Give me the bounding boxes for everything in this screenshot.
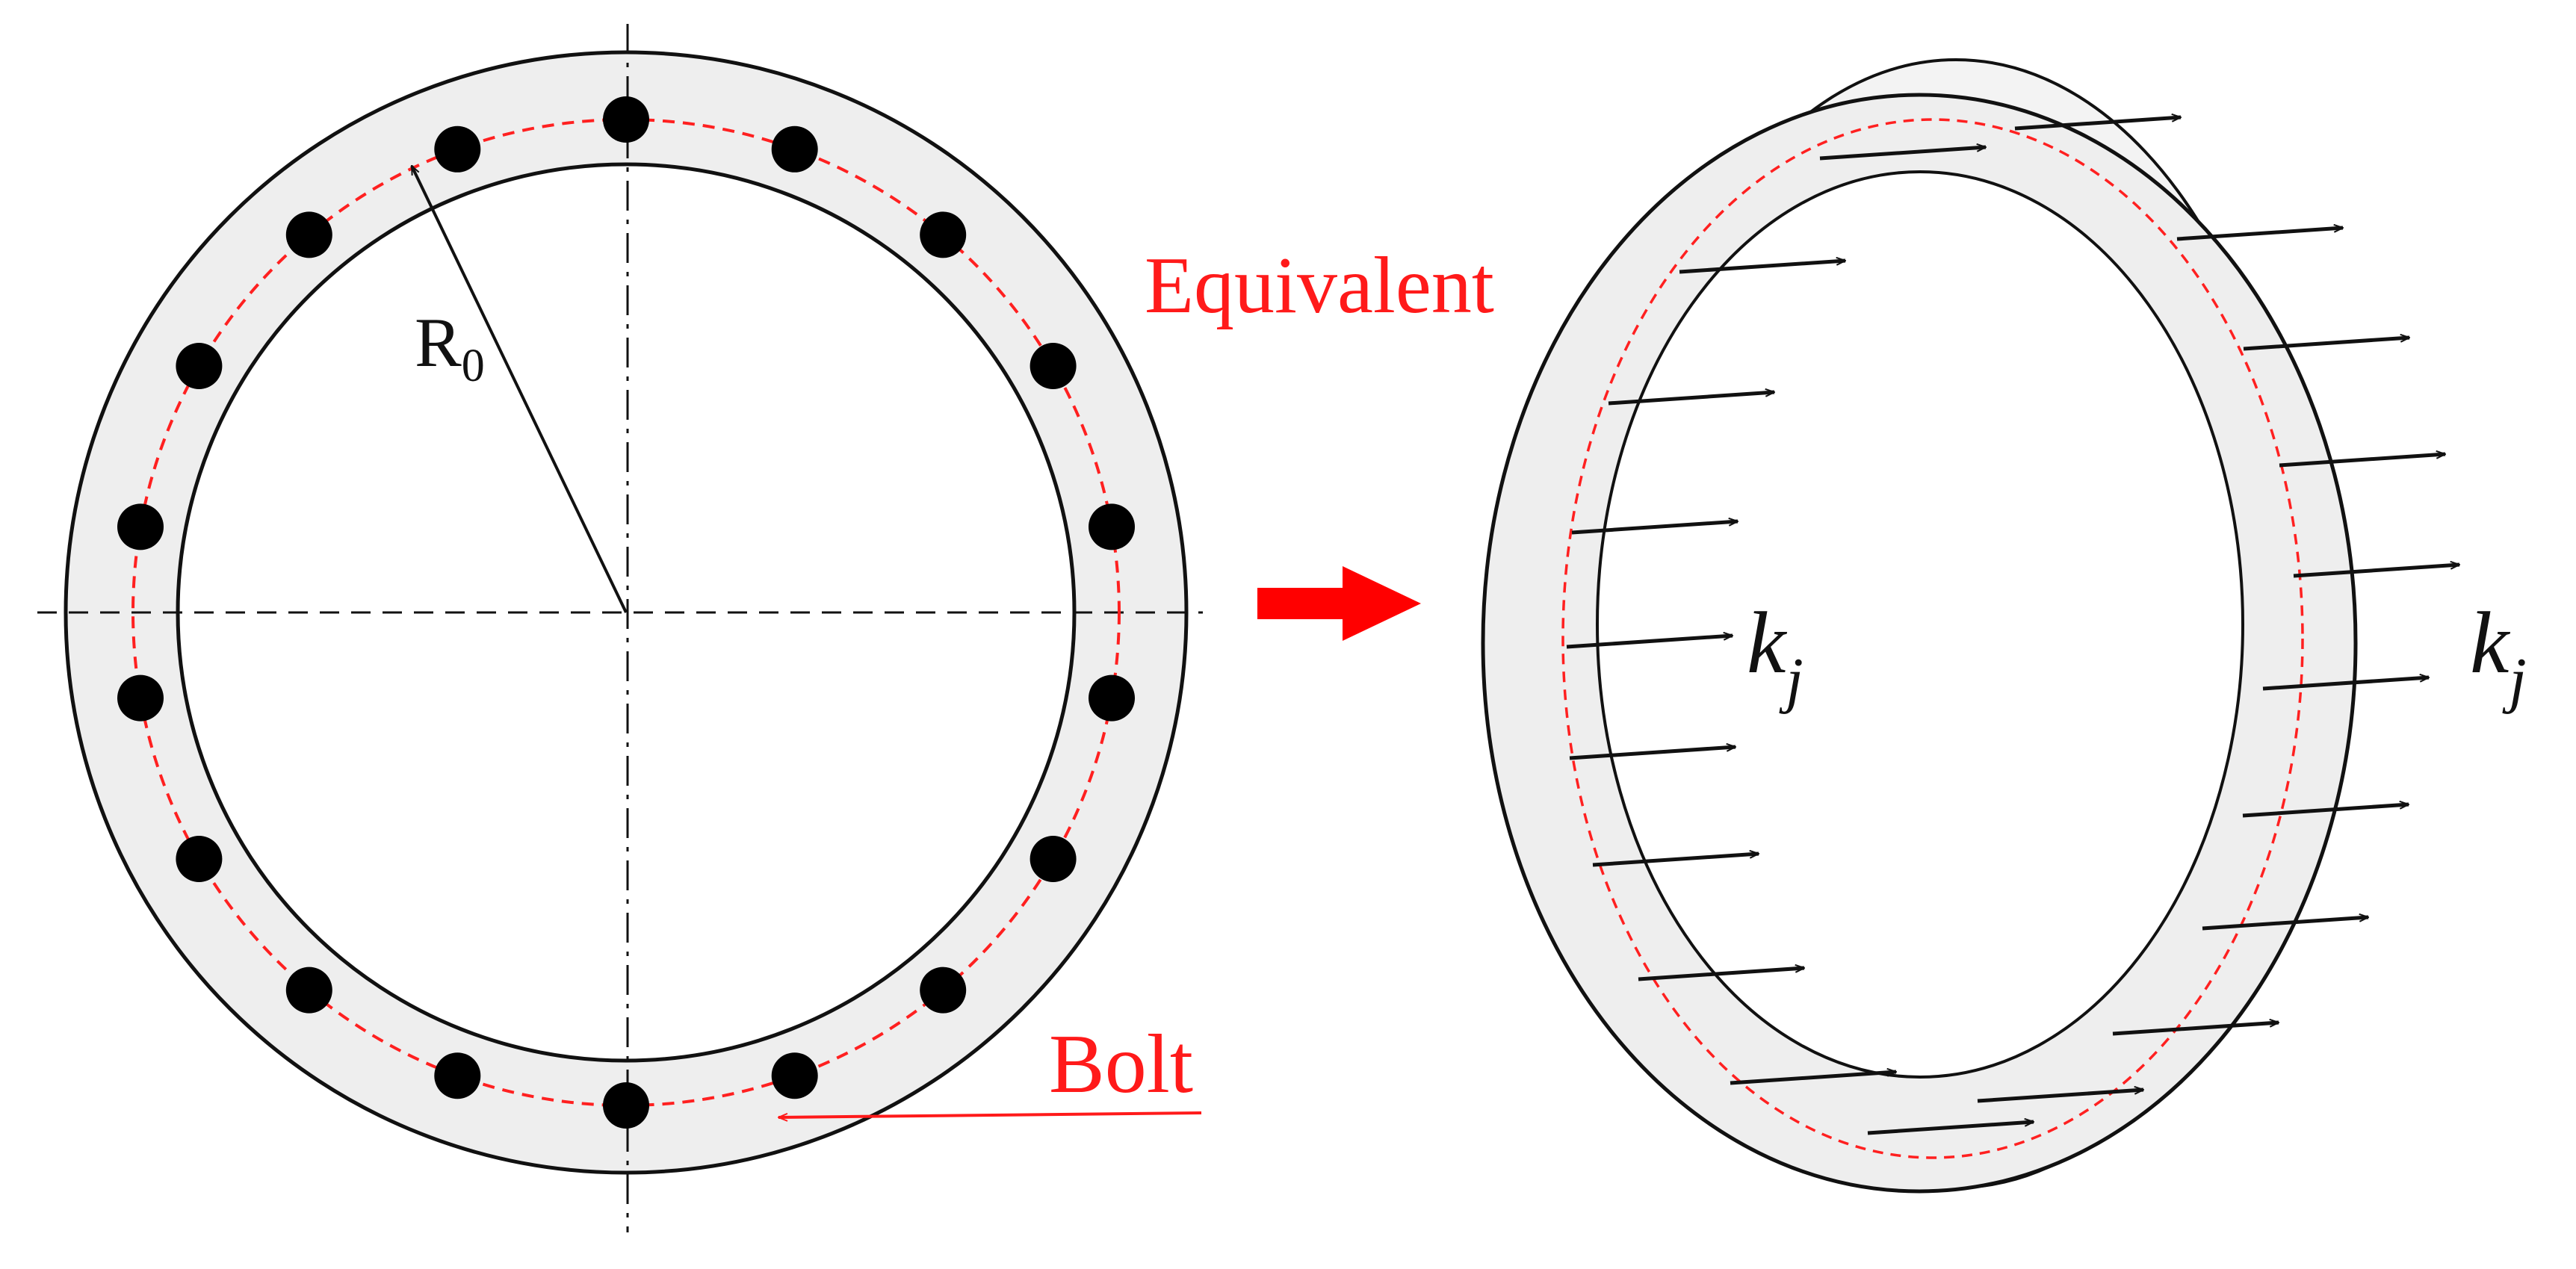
spring-arrow — [1819, 147, 1986, 161]
bolt-hole — [434, 125, 481, 173]
spring-arrow — [2243, 338, 2409, 351]
bolt-hole — [1030, 836, 1077, 882]
spring-arrow — [1566, 636, 1733, 649]
spring-arrow — [2176, 228, 2343, 241]
spring-arrow — [1730, 1072, 1896, 1085]
equivalent-label: Equivalent — [1145, 241, 1494, 330]
spring-arrow — [1592, 854, 1759, 867]
spring-arrow — [1679, 261, 1845, 274]
bolt-hole — [920, 211, 967, 258]
bolt-hole — [176, 343, 223, 389]
bolt-hole — [285, 211, 332, 258]
bolt-hole — [771, 125, 818, 173]
bolt-hole — [434, 1052, 481, 1099]
spring-stiffness-arrows — [1566, 117, 2459, 1135]
bolt-hole — [603, 1082, 649, 1129]
outer-stiffness-label: kj — [2470, 594, 2527, 715]
bolt-hole — [1030, 343, 1077, 389]
spring-arrow — [2262, 677, 2429, 691]
bolt-pointer-arrow — [778, 1111, 1202, 1117]
bolt-label: Bolt — [1049, 1018, 1193, 1111]
bolt-hole — [1089, 503, 1135, 550]
bolt-hole — [1089, 674, 1135, 722]
equivalence-arrow — [1257, 566, 1421, 641]
bolt-hole — [285, 967, 332, 1014]
spring-arrow — [1638, 968, 1804, 981]
spring-arrow — [1608, 392, 1774, 406]
bolt-hole — [771, 1052, 818, 1099]
spring-arrow — [1571, 521, 1738, 535]
bolt-hole — [117, 674, 164, 722]
red-transition-arrow — [1257, 566, 1421, 641]
bolt-hole — [176, 836, 223, 882]
radius-label: R0 — [415, 304, 485, 391]
radius-arrow — [410, 166, 628, 613]
spring-arrow — [2202, 917, 2368, 931]
spring-arrow — [2279, 454, 2445, 468]
bolt-holes — [117, 96, 1135, 1129]
bolt-hole — [920, 967, 967, 1014]
bolt-hole — [117, 503, 164, 550]
spring-arrow — [2014, 117, 2181, 131]
spring-arrow — [1569, 747, 1736, 760]
ring-bolt-circle — [1561, 118, 2304, 1159]
ring-inner-bore — [1596, 170, 2244, 1079]
spring-arrow — [2293, 565, 2459, 578]
spring-arrow — [2112, 1023, 2279, 1036]
spring-arrow — [2242, 804, 2409, 818]
spring-arrow — [1977, 1090, 2143, 1103]
spring-arrow — [1867, 1122, 2034, 1135]
bolt-hole — [603, 96, 649, 143]
bolted-flange: R0 Bolt — [37, 24, 1203, 1232]
equivalent-spring-ring: kj kj — [1481, 58, 2527, 1194]
